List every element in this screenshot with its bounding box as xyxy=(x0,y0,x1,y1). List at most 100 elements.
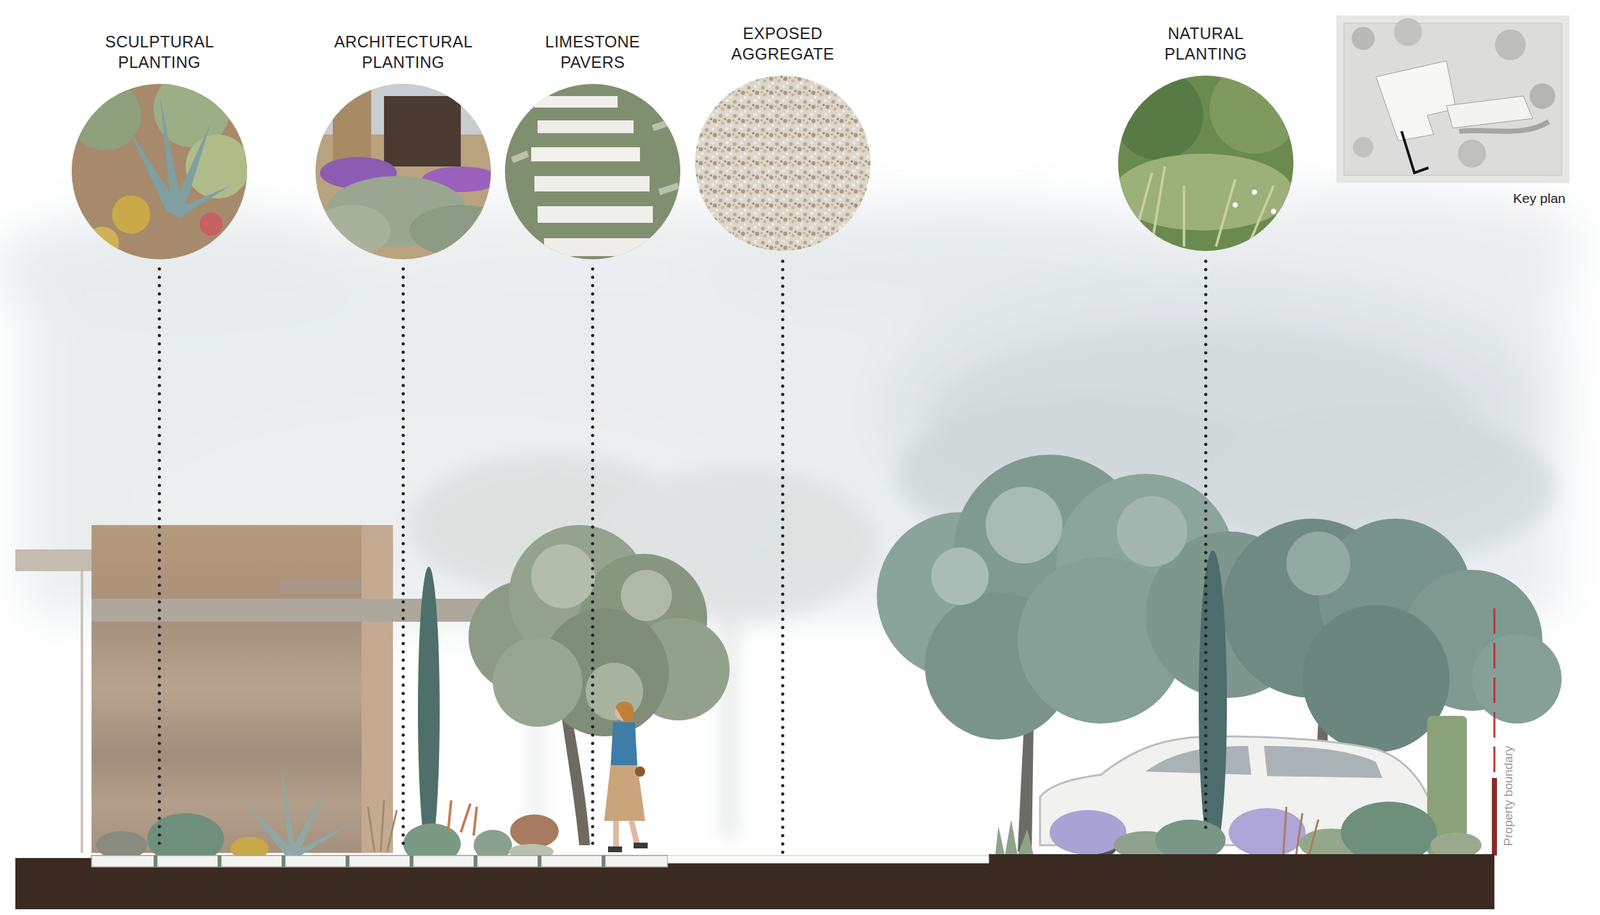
olive-tree xyxy=(531,544,596,608)
garden-planting xyxy=(995,801,1482,863)
person xyxy=(604,701,648,852)
shade-trees xyxy=(1017,723,1034,852)
olive-tree xyxy=(468,524,730,845)
material-swatch xyxy=(128,96,231,218)
key-plan-drawing xyxy=(1376,60,1456,141)
person xyxy=(608,846,623,852)
key-plan-drawing xyxy=(1336,15,1570,184)
garden-planting xyxy=(96,768,554,864)
background-trees xyxy=(595,467,877,621)
shade-trees xyxy=(1472,633,1562,724)
garden-planting xyxy=(1228,807,1306,857)
material-heading: SCULPTURAL PLANTING xyxy=(104,31,214,73)
key-plan-drawing xyxy=(1459,121,1549,132)
olive-tree xyxy=(492,636,583,727)
person xyxy=(610,721,638,767)
building xyxy=(279,579,362,594)
key-plan-drawing xyxy=(1457,139,1487,168)
ground-section xyxy=(667,855,989,863)
leader-line xyxy=(159,261,1206,853)
material-circle: ARCHITECTURAL PLANTING xyxy=(315,83,491,260)
olive-tree xyxy=(620,569,672,621)
leader-line xyxy=(781,261,785,853)
building xyxy=(91,524,393,853)
ground-section xyxy=(15,853,1495,909)
shade-trees xyxy=(1286,531,1351,596)
building xyxy=(91,620,362,852)
leader-line xyxy=(1204,261,1208,832)
key-plan-drawing xyxy=(1351,26,1375,50)
key-plan-drawing xyxy=(1446,96,1533,128)
key-plan-drawing xyxy=(1352,136,1374,158)
material-swatch xyxy=(313,76,512,269)
key-plan-drawing xyxy=(1529,83,1556,109)
boundary-line xyxy=(1491,608,1497,856)
cypress xyxy=(417,566,440,855)
material-swatch xyxy=(313,76,506,269)
key-plan-drawing xyxy=(1344,23,1562,176)
material-circle: LIMESTONE PAVERS xyxy=(504,83,681,260)
material-swatch xyxy=(1209,64,1300,154)
building xyxy=(15,524,562,853)
person xyxy=(604,764,646,821)
key-plan-drawing xyxy=(1401,131,1429,173)
material-heading: LIMESTONE PAVERS xyxy=(545,31,641,73)
key-plan-drawing xyxy=(1336,15,1570,184)
car xyxy=(1145,745,1252,775)
key-plan-label: Key plan xyxy=(1512,190,1566,207)
material-swatch xyxy=(1113,71,1300,258)
material-swatch xyxy=(1232,202,1238,208)
material-swatch xyxy=(1113,70,1204,160)
boulder xyxy=(510,814,559,848)
material-swatch xyxy=(1113,64,1300,258)
car xyxy=(1264,745,1383,778)
boundary-line xyxy=(1491,777,1497,856)
material-swatch xyxy=(64,70,256,269)
boundary-label: Property boundary xyxy=(1501,743,1516,848)
building xyxy=(361,524,393,853)
material-swatch xyxy=(531,147,640,162)
ground-section xyxy=(91,855,668,867)
material-swatch xyxy=(409,204,512,256)
material-circle: NATURAL PLANTING xyxy=(1118,75,1294,251)
material-swatch xyxy=(1132,166,1274,247)
garden-planting xyxy=(1283,806,1319,856)
material-swatch xyxy=(512,102,679,192)
material-heading: ARCHITECTURAL PLANTING xyxy=(334,31,472,73)
material-circle: SCULPTURAL PLANTING xyxy=(71,83,248,260)
material-swatch xyxy=(502,80,688,266)
background-trees xyxy=(409,326,1556,845)
material-heading: EXPOSED AGGREGATE xyxy=(731,23,835,64)
key-plan-drawing xyxy=(1393,17,1423,47)
garden-planting xyxy=(243,768,359,856)
key-plan-drawing xyxy=(1495,29,1526,61)
ground-section xyxy=(155,855,604,867)
material-swatch xyxy=(691,71,877,258)
material-swatch xyxy=(537,206,653,223)
material-swatch xyxy=(313,204,391,256)
person xyxy=(633,842,648,848)
shade-trees xyxy=(1116,496,1188,567)
material-swatch xyxy=(537,120,634,134)
material-swatch xyxy=(85,226,120,260)
leader-line xyxy=(401,268,406,845)
material-swatch xyxy=(332,89,372,167)
garden-planting xyxy=(1340,801,1437,863)
material-swatch xyxy=(1251,189,1257,195)
ground-section xyxy=(988,853,1495,859)
material-swatch xyxy=(112,195,151,234)
material-swatch xyxy=(534,176,650,192)
olive-tree xyxy=(585,662,644,720)
material-swatch xyxy=(199,212,223,236)
person xyxy=(634,766,646,777)
leader-line xyxy=(158,268,162,845)
leader-line xyxy=(591,268,595,845)
material-swatch xyxy=(70,80,141,151)
material-swatch xyxy=(544,238,653,256)
material-swatch xyxy=(534,96,618,108)
material-circle: EXPOSED AGGREGATE xyxy=(695,75,871,251)
key-plan-box: Key plan xyxy=(1336,15,1570,184)
shade-trees xyxy=(931,547,989,605)
